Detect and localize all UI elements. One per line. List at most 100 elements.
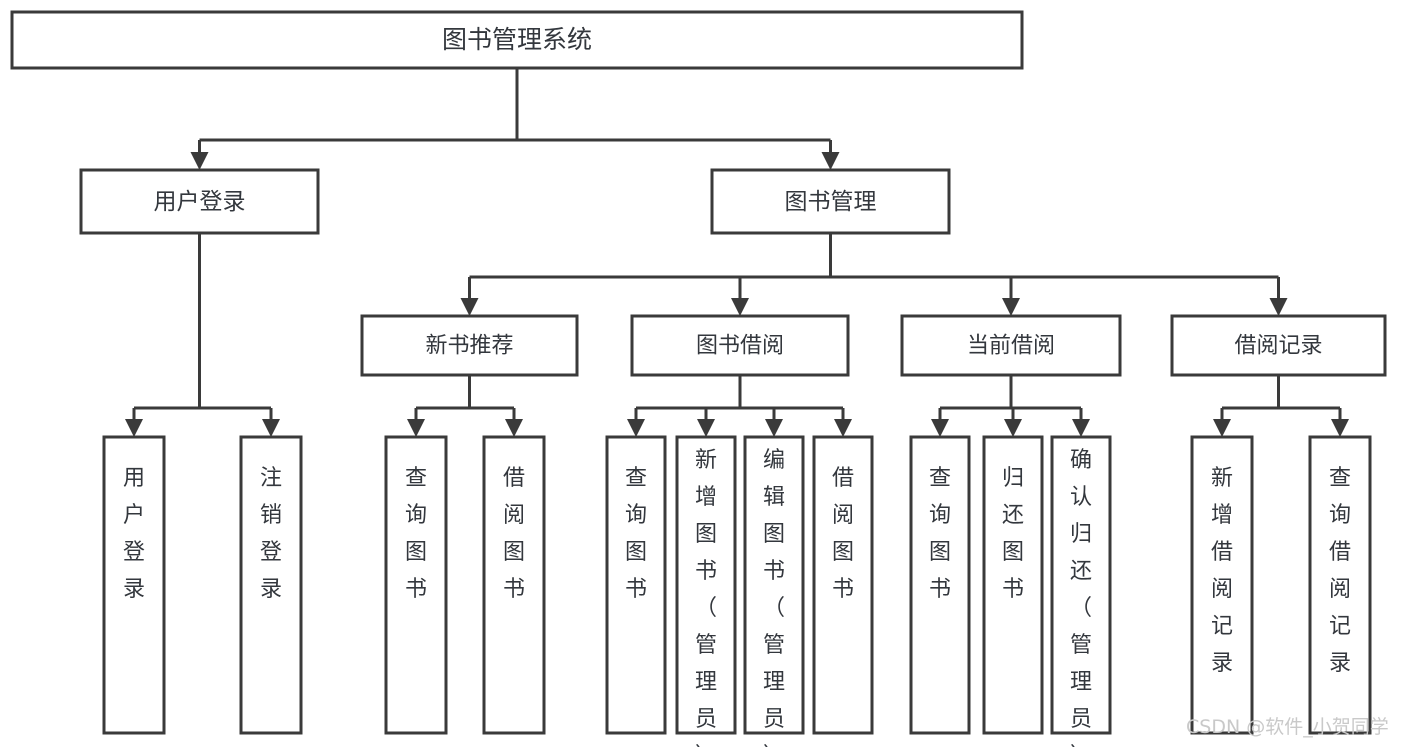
node-current-borrow[interactable]: 当前借阅 <box>900 314 1122 377</box>
node-label-char: 登 <box>123 540 145 565</box>
node-label-char: 图 <box>929 540 951 565</box>
node-box-query-borrow-record[interactable] <box>1308 435 1372 735</box>
arrow-head-icon <box>262 419 280 437</box>
node-label-char: ） <box>1070 744 1092 747</box>
node-label-book-borrow: 图书借阅 <box>696 334 784 359</box>
node-box-user-login[interactable] <box>79 168 320 235</box>
node-label-char: 录 <box>1329 651 1351 676</box>
node-box-query-book-1[interactable] <box>384 435 448 735</box>
node-box-current-borrow[interactable] <box>900 314 1122 377</box>
node-new-book-recommend[interactable]: 新书推荐 <box>360 314 579 377</box>
node-label-root: 图书管理系统 <box>442 25 592 54</box>
arrow-head-icon <box>1331 419 1349 437</box>
node-label-char: 记 <box>1211 614 1233 639</box>
node-label-char: 新 <box>1211 466 1233 491</box>
node-label-char: 户 <box>123 503 145 528</box>
node-label-char: 查 <box>929 466 951 491</box>
node-label-char: 阅 <box>832 503 854 528</box>
node-box-query-book-3[interactable] <box>909 435 971 735</box>
arrow-head-icon <box>125 419 143 437</box>
node-label-char: 书 <box>929 577 951 602</box>
node-borrow-record[interactable]: 借阅记录 <box>1170 314 1387 377</box>
node-label-char: 询 <box>1329 503 1351 528</box>
node-label-char: 辑 <box>763 485 785 510</box>
node-label-char: 查 <box>1329 466 1351 491</box>
node-box-root[interactable] <box>10 10 1024 70</box>
node-box-new-book-recommend[interactable] <box>360 314 579 377</box>
node-box-query-book-2[interactable] <box>605 435 667 735</box>
node-root[interactable]: 图书管理系统 <box>10 10 1024 70</box>
node-label-user-login: 用户登录 <box>154 189 246 215</box>
node-label-char: 书 <box>625 577 647 602</box>
node-label-char: （ <box>763 596 785 621</box>
node-box-borrow-record[interactable] <box>1170 314 1387 377</box>
node-box-user-logout-leaf[interactable] <box>239 435 303 735</box>
node-label-char: 录 <box>123 577 145 602</box>
node-label-char: （ <box>1070 596 1092 621</box>
node-label-char: 阅 <box>1211 577 1233 602</box>
node-label-char: 查 <box>405 466 427 491</box>
node-label-char: 录 <box>260 577 282 602</box>
node-user-login[interactable]: 用户登录 <box>79 168 320 235</box>
node-label-char: 书 <box>695 559 717 584</box>
node-box-return-book[interactable] <box>982 435 1044 735</box>
node-label-char: 增 <box>1211 503 1233 528</box>
node-box-add-book-admin[interactable] <box>675 435 737 735</box>
node-box-edit-book-admin[interactable] <box>743 435 805 735</box>
node-label-char: ） <box>763 744 785 747</box>
arrow-head-icon <box>1004 419 1022 437</box>
node-box-borrow-book-1[interactable] <box>482 435 546 735</box>
node-label-current-borrow: 当前借阅 <box>967 334 1055 359</box>
node-box-book-borrow[interactable] <box>630 314 850 377</box>
node-box-add-borrow-record[interactable] <box>1190 435 1254 735</box>
node-label-char: 归 <box>1002 466 1024 491</box>
arrow-head-icon <box>407 419 425 437</box>
node-book-manage[interactable]: 图书管理 <box>710 168 951 235</box>
node-label-char: 编 <box>763 448 785 473</box>
arrow-head-icon <box>505 419 523 437</box>
node-label-char: 书 <box>405 577 427 602</box>
node-label-char: 阅 <box>1329 577 1351 602</box>
node-label-char: 图 <box>625 540 647 565</box>
node-user-login-leaf[interactable]: 用户登录 <box>102 435 166 735</box>
node-book-borrow[interactable]: 图书借阅 <box>630 314 850 377</box>
node-label-char: 理 <box>763 670 785 695</box>
node-label-char: 员 <box>1070 707 1092 732</box>
csdn-watermark: CSDN @软件_小贺同学 <box>1186 716 1389 738</box>
node-label-char: 借 <box>1211 540 1233 565</box>
node-box-user-login-leaf[interactable] <box>102 435 166 735</box>
node-label-char: 还 <box>1070 559 1092 584</box>
node-label-char: 增 <box>695 485 717 510</box>
arrow-head-icon <box>460 298 479 316</box>
node-label-char: 询 <box>405 503 427 528</box>
arrow-head-icon <box>190 152 209 170</box>
node-layer: 图书管理系统用户登录用户登录注销登录图书管理新书推荐查询图书借阅图书图书借阅查询… <box>10 10 1387 747</box>
node-box-book-manage[interactable] <box>710 168 951 235</box>
node-label-char: 登 <box>260 540 282 565</box>
node-label-char: 记 <box>1329 614 1351 639</box>
node-label-char: 管 <box>1070 633 1092 658</box>
node-label-char: 录 <box>1211 651 1233 676</box>
arrow-head-icon <box>627 419 645 437</box>
node-label-char: 新 <box>695 448 717 473</box>
node-box-borrow-book-2[interactable] <box>812 435 874 735</box>
node-label-char: 管 <box>695 633 717 658</box>
node-label-char: ） <box>695 744 717 747</box>
node-box-confirm-return-admin[interactable] <box>1050 435 1112 735</box>
arrow-head-icon <box>834 419 852 437</box>
node-label-char: 管 <box>763 633 785 658</box>
node-label-char: 书 <box>1002 577 1024 602</box>
node-label-char: 归 <box>1070 522 1092 547</box>
